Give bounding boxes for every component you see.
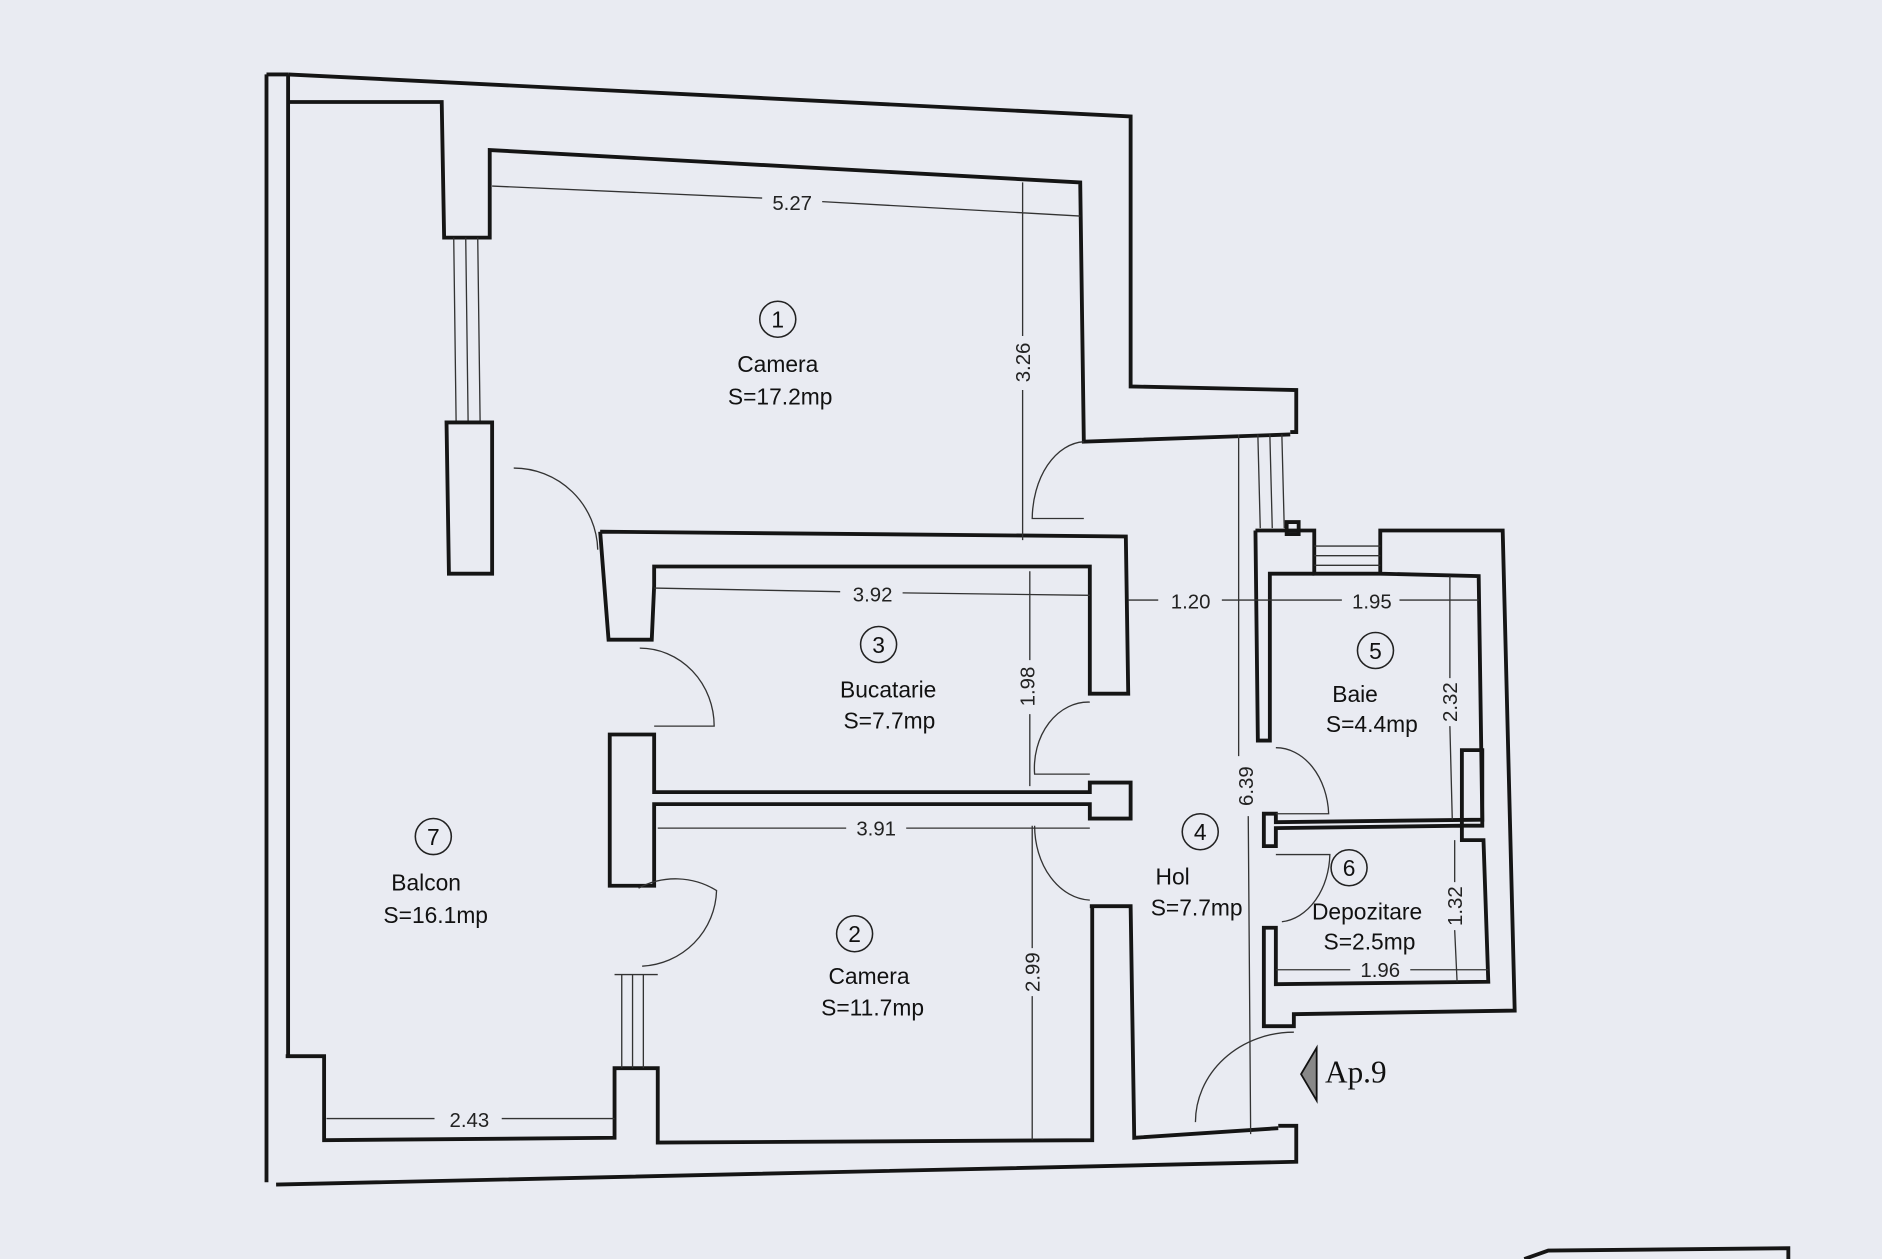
dimension-labels: 5.27 3.26 3.92 1.98 1.20 6.39 1.95 2.32 …: [449, 193, 1466, 1132]
room-1: 1 Camera S=17.2mp: [728, 300, 833, 409]
room-labels: 1 Camera S=17.2mp 2 Camera S=11.7mp 3 Bu…: [383, 300, 1422, 1020]
dim-camera1-depth: 3.26: [1013, 343, 1035, 383]
room-name: Hol: [1156, 864, 1190, 890]
room-name: Camera: [737, 351, 818, 377]
dim-hol-width: 1.20: [1171, 591, 1211, 613]
dimension-lines: [326, 182, 1489, 1141]
dim-depozitare-width: 1.96: [1360, 960, 1400, 982]
room-area: S=7.7mp: [1151, 895, 1243, 921]
room-number: 1: [771, 307, 784, 333]
room-3: 3 Bucatarie S=7.7mp: [840, 625, 936, 734]
room-area: S=11.7mp: [821, 994, 924, 1020]
room-name: Depozitare: [1312, 898, 1422, 924]
room-name: Camera: [828, 963, 909, 989]
dim-bucatarie-width: 3.92: [853, 584, 893, 606]
room-number: 7: [427, 824, 440, 850]
room-number: 3: [872, 632, 885, 658]
dim-hol-length: 6.39: [1236, 766, 1258, 806]
dim-bucatarie-depth: 1.98: [1018, 667, 1040, 707]
entrance-label: Ap.9: [1325, 1055, 1387, 1090]
dim-camera2-depth: 2.99: [1022, 952, 1044, 992]
room-area: S=7.7mp: [843, 708, 935, 734]
room-name: Balcon: [391, 870, 461, 896]
entrance-marker: Ap.9: [1300, 1044, 1387, 1104]
room-number: 4: [1194, 819, 1207, 845]
room-name: Baie: [1332, 681, 1378, 707]
room-area: S=4.4mp: [1326, 711, 1418, 737]
dim-balcon-width: 2.43: [449, 1110, 489, 1132]
footer-table-edge: [1523, 1246, 1791, 1259]
room-number: 6: [1343, 855, 1356, 881]
dim-depozitare-depth: 1.32: [1445, 886, 1467, 926]
room-5: 5 Baie S=4.4mp: [1326, 631, 1418, 737]
dim-baie-depth: 2.32: [1440, 682, 1462, 722]
room-number: 2: [848, 921, 861, 947]
room-area: S=16.1mp: [383, 902, 488, 928]
dim-camera2-width: 3.91: [856, 818, 896, 840]
room-4: 4 Hol S=7.7mp: [1151, 812, 1243, 921]
room-area: S=2.5mp: [1324, 928, 1416, 954]
room-6: 6 Depozitare S=2.5mp: [1312, 848, 1422, 954]
doors: [513, 441, 1331, 1123]
room-2: 2 Camera S=11.7mp: [821, 914, 924, 1020]
dim-baie-width: 1.95: [1352, 591, 1392, 613]
entrance-arrow-icon: [1300, 1044, 1318, 1104]
room-name: Bucatarie: [840, 676, 936, 702]
room-area: S=17.2mp: [728, 383, 833, 409]
room-7: 7 Balcon S=16.1mp: [383, 817, 488, 928]
room-number: 5: [1369, 638, 1382, 664]
walls: [264, 72, 1517, 1187]
dim-camera1-width: 5.27: [772, 193, 812, 215]
